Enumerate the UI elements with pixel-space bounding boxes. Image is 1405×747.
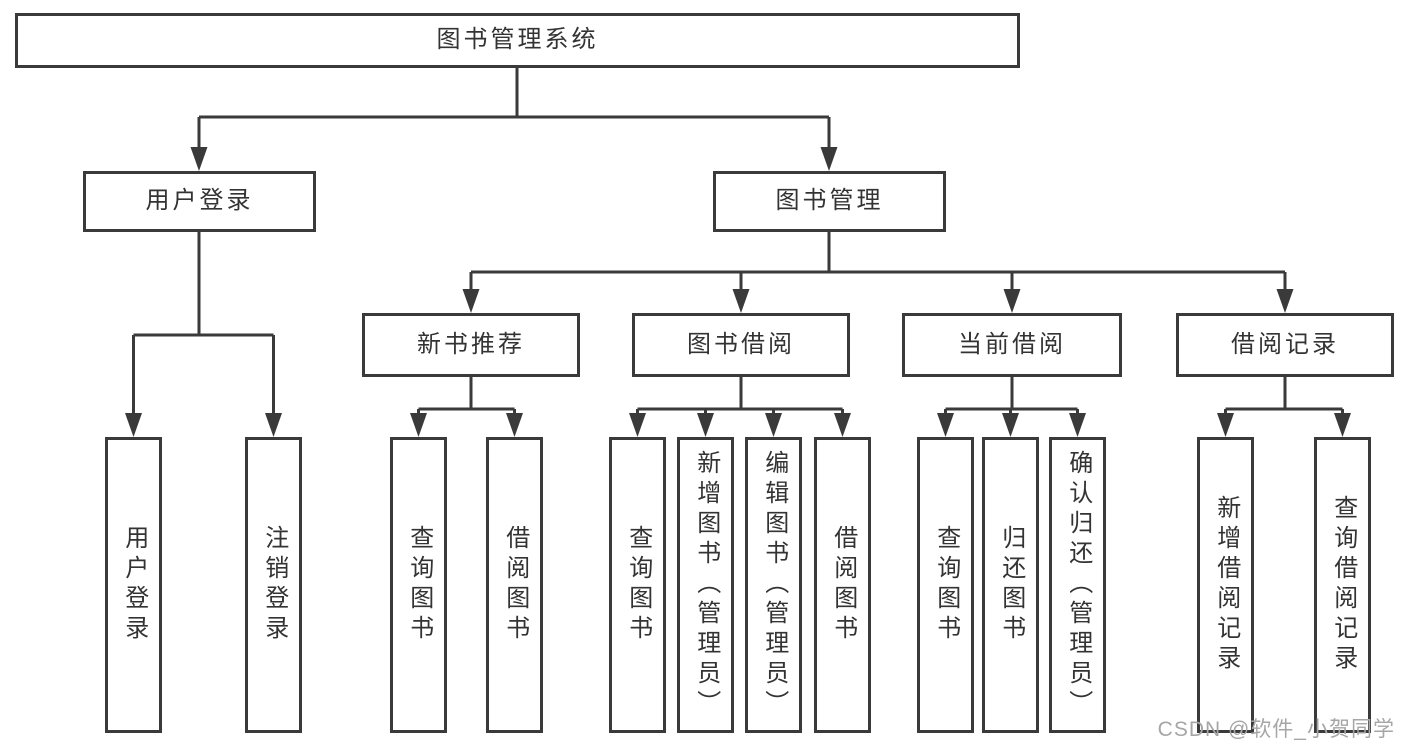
arrowhead-icon xyxy=(1003,289,1021,313)
arrowhead-icon xyxy=(190,147,208,171)
leaf-borrowing-add-books-admin: 新增图书（管理员） xyxy=(677,437,734,733)
leaf-user-login: 用户登录 xyxy=(105,437,162,733)
node-book-management-label: 图书管理 xyxy=(775,187,884,215)
leaf-records-query-record-label: 查询借阅记录 xyxy=(1329,495,1357,675)
arrowhead-icon xyxy=(462,289,480,313)
leaf-current-query-books: 查询图书 xyxy=(917,437,974,733)
arrowhead-icon xyxy=(506,413,523,437)
arrowhead-icon xyxy=(265,413,282,437)
arrowhead-icon xyxy=(1217,413,1234,437)
arrowhead-icon xyxy=(732,289,750,313)
node-user-login-label: 用户登录 xyxy=(145,187,254,215)
leaf-user-login-label: 用户登录 xyxy=(120,525,148,645)
node-borrowing-records-label: 借阅记录 xyxy=(1231,330,1339,358)
watermark: CSDN @软件_小贺同学 xyxy=(1157,718,1395,741)
leaf-records-query-record: 查询借阅记录 xyxy=(1314,437,1371,733)
leaf-recommend-borrow-books-label: 借阅图书 xyxy=(501,525,529,645)
arrowhead-icon xyxy=(410,413,427,437)
arrowhead-icon xyxy=(834,413,851,437)
node-new-book-recommend: 新书推荐 xyxy=(362,313,580,377)
leaf-logout-login-label: 注销登录 xyxy=(260,525,288,645)
node-library-system: 图书管理系统 xyxy=(15,13,1020,68)
leaf-current-confirm-return-admin-label: 确认归还（管理员） xyxy=(1064,450,1092,720)
arrowhead-icon xyxy=(629,413,646,437)
leaf-records-add-record-label: 新增借阅记录 xyxy=(1212,495,1240,675)
leaf-current-confirm-return-admin: 确认归还（管理员） xyxy=(1049,437,1106,733)
node-current-borrowing: 当前借阅 xyxy=(902,313,1122,377)
node-book-borrowing-label: 图书借阅 xyxy=(687,330,795,358)
arrowhead-icon xyxy=(820,147,838,171)
leaf-recommend-query-books: 查询图书 xyxy=(390,437,447,733)
arrowhead-icon xyxy=(697,413,714,437)
leaf-current-return-books-label: 归还图书 xyxy=(997,525,1025,645)
node-user-login: 用户登录 xyxy=(83,171,316,232)
arrowhead-icon xyxy=(1002,413,1019,437)
arrowhead-icon xyxy=(937,413,954,437)
node-book-borrowing: 图书借阅 xyxy=(632,313,850,377)
leaf-borrowing-borrow-books: 借阅图书 xyxy=(814,437,871,733)
leaf-borrowing-add-books-admin-label: 新增图书（管理员） xyxy=(692,450,720,720)
node-library-system-label: 图书管理系统 xyxy=(436,26,599,54)
leaf-borrowing-edit-books-admin: 编辑图书（管理员） xyxy=(745,437,802,733)
leaf-current-query-books-label: 查询图书 xyxy=(932,525,960,645)
arrowhead-icon xyxy=(1334,413,1351,437)
node-current-borrowing-label: 当前借阅 xyxy=(958,330,1066,358)
node-borrowing-records: 借阅记录 xyxy=(1176,313,1394,377)
node-book-management: 图书管理 xyxy=(713,171,946,232)
leaf-records-add-record: 新增借阅记录 xyxy=(1197,437,1254,733)
arrowhead-icon xyxy=(125,413,142,437)
leaf-borrowing-query-books: 查询图书 xyxy=(609,437,666,733)
arrowhead-icon xyxy=(1069,413,1086,437)
arrowhead-icon xyxy=(765,413,782,437)
leaf-borrowing-query-books-label: 查询图书 xyxy=(624,525,652,645)
node-new-book-recommend-label: 新书推荐 xyxy=(417,330,525,358)
leaf-current-return-books: 归还图书 xyxy=(982,437,1039,733)
leaf-borrowing-edit-books-admin-label: 编辑图书（管理员） xyxy=(760,450,788,720)
leaf-recommend-query-books-label: 查询图书 xyxy=(405,525,433,645)
arrowhead-icon xyxy=(1276,289,1294,313)
leaf-logout-login: 注销登录 xyxy=(245,437,302,733)
leaf-recommend-borrow-books: 借阅图书 xyxy=(486,437,543,733)
leaf-borrowing-borrow-books-label: 借阅图书 xyxy=(829,525,857,645)
